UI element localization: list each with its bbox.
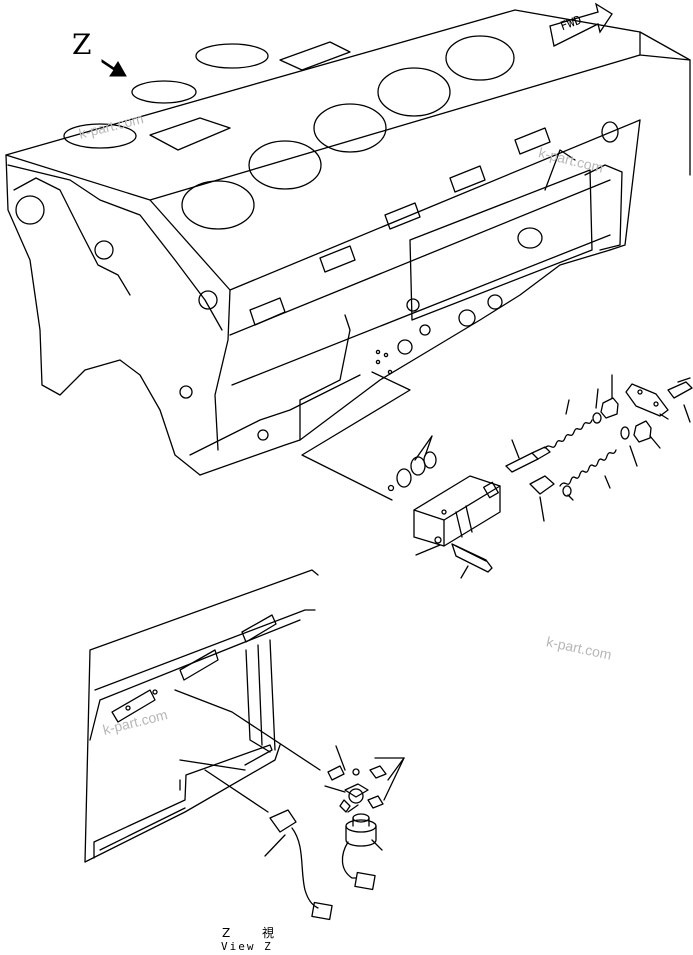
- view-z-marker: Z: [72, 28, 92, 61]
- valve-assembly: [389, 375, 693, 578]
- fwd-arrow-icon: [550, 4, 612, 46]
- view-caption-en: View Z: [221, 940, 273, 953]
- view-z-block: [85, 570, 404, 919]
- view-direction-arrow-icon: [102, 60, 126, 76]
- view-caption-jp: Z 視: [222, 926, 289, 940]
- engine-block: [6, 10, 690, 500]
